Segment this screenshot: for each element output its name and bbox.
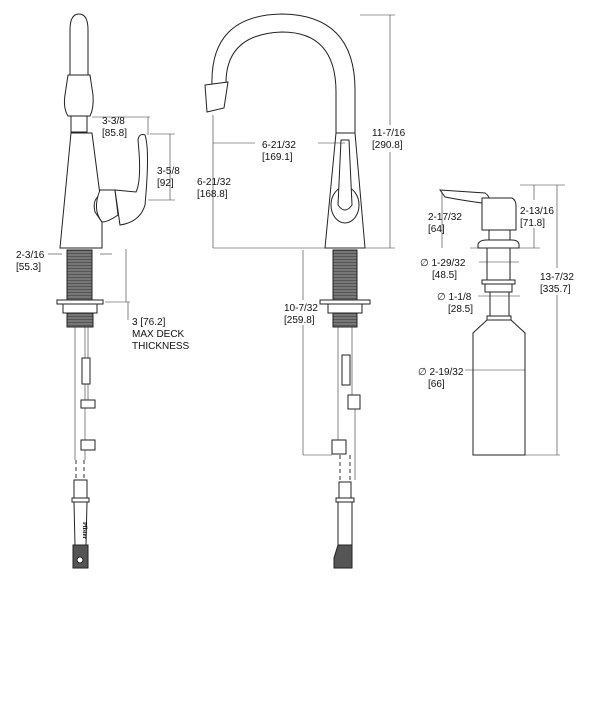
front-view-dimension-lines bbox=[212, 14, 395, 456]
overall-length-mm-label: [335.7] bbox=[540, 284, 571, 295]
spout-reach-label: 6-21/32 bbox=[262, 140, 296, 151]
faucet-front-view bbox=[204, 13, 371, 569]
below-deck-label: 10-7/32 bbox=[284, 303, 318, 314]
max-deck-label: MAX DECK bbox=[132, 329, 185, 340]
pump-height-mm-label: [64] bbox=[428, 224, 445, 235]
base-diameter-label: 2-3/16 bbox=[16, 250, 45, 261]
base-diameter-mm-label: [55.3] bbox=[16, 262, 41, 273]
spout-clearance-label: 6-21/32 bbox=[197, 177, 231, 188]
overall-length-label: 13-7/32 bbox=[540, 272, 574, 283]
spout-clearance-mm-label: [168.8] bbox=[197, 189, 228, 200]
top-height-label: 2-13/16 bbox=[520, 206, 554, 217]
bottle-diameter-mm-label: [66] bbox=[428, 379, 445, 390]
spout-reach-mm-label: [169.1] bbox=[262, 152, 293, 163]
deck-thickness-label: 3 [76.2] bbox=[132, 317, 166, 328]
top-height-mm-label: [71.8] bbox=[520, 218, 545, 229]
soap-dispenser bbox=[438, 189, 526, 456]
soap-dimension-lines bbox=[441, 184, 565, 456]
handle-height-mm-label: [92] bbox=[157, 178, 174, 189]
shank-diameter-mm-label: [28.5] bbox=[448, 304, 473, 315]
overall-height-label: 11-7/16 bbox=[372, 128, 406, 139]
handle-height-label: 3-5/8 bbox=[157, 166, 180, 177]
side-view-dimension-lines bbox=[48, 116, 175, 320]
front-view-labels: 6-21/32 [169.1] 6-21/32 [168.8] 11-7/16 … bbox=[197, 128, 406, 326]
below-deck-mm-label: [259.8] bbox=[284, 315, 315, 326]
pfister-logo: Pfister bbox=[81, 522, 87, 539]
thickness-label: THICKNESS bbox=[132, 341, 190, 352]
flange-diameter-mm-label: [48.5] bbox=[432, 270, 457, 281]
flange-diameter-label: ∅ 1-29/32 bbox=[420, 258, 466, 269]
spout-height-label: 3-3/8 bbox=[102, 116, 125, 127]
spout-height-mm-label: [85.8] bbox=[102, 128, 127, 139]
shank-diameter-label: ∅ 1-1/8 bbox=[437, 292, 472, 303]
side-view-labels: 3-3/8 [85.8] 3-5/8 [92] 2-3/16 [55.3] 3 … bbox=[16, 116, 190, 352]
pump-height-label: 2-17/32 bbox=[428, 212, 462, 223]
faucet-side-view: Pfister bbox=[56, 13, 148, 569]
soap-labels: 2-17/32 [64] 2-13/16 [71.8] ∅ 1-29/32 [4… bbox=[418, 206, 574, 390]
overall-height-mm-label: [290.8] bbox=[372, 140, 403, 151]
bottle-diameter-label: ∅ 2-19/32 bbox=[418, 367, 464, 378]
